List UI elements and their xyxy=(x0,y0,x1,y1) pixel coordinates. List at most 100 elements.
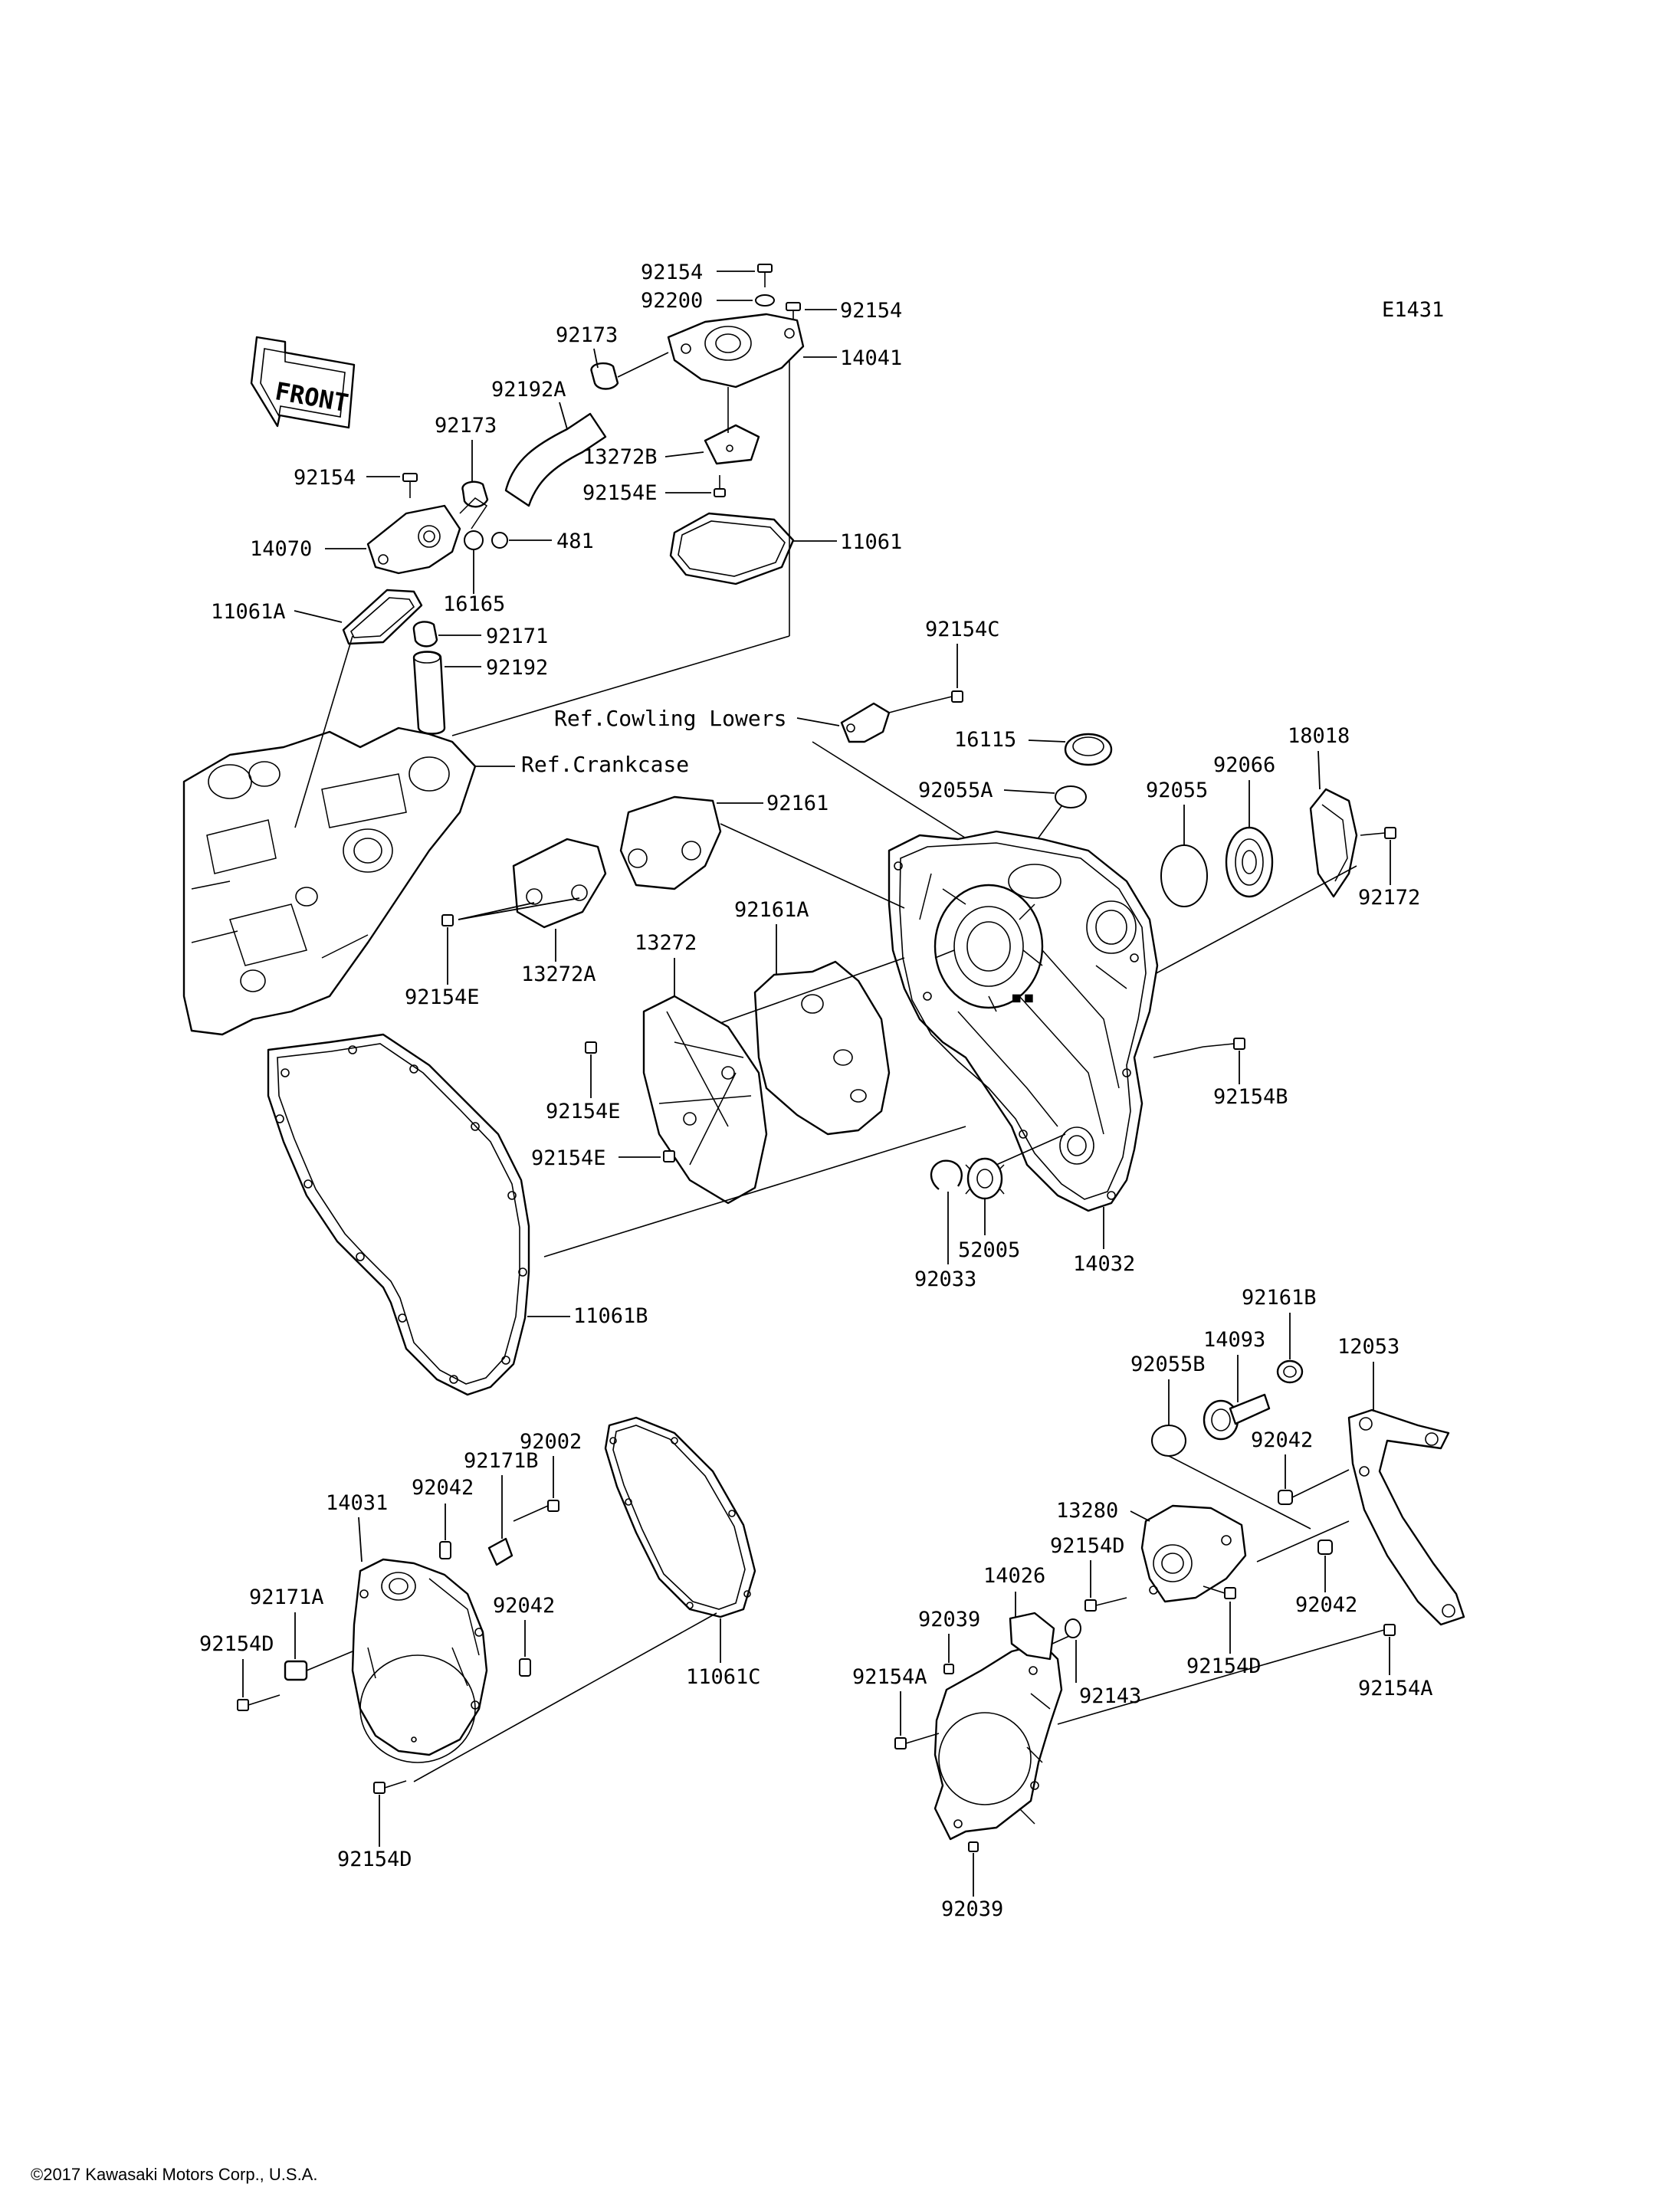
label-92154A-r: 92154A xyxy=(1358,1677,1433,1700)
bolt-92172 xyxy=(1360,827,1396,839)
gasket-11061C xyxy=(604,1416,756,1618)
label-92042-r2: 92042 xyxy=(1295,1593,1357,1617)
oring-92055B xyxy=(1151,1425,1186,1457)
label-14041: 14041 xyxy=(840,346,902,370)
label-92200: 92200 xyxy=(641,289,703,313)
gasket-11061 xyxy=(669,512,795,585)
ref-cowling: Ref.Cowling Lowers xyxy=(554,706,786,731)
diagram-code: E1431 xyxy=(1382,298,1444,322)
label-13272: 13272 xyxy=(635,931,697,955)
housing-14070 xyxy=(366,497,488,575)
bolt-92154A-l xyxy=(894,1733,940,1749)
clamp-92173-b xyxy=(461,480,489,508)
gasket-11061B xyxy=(267,1033,530,1396)
bolt-92039-bot xyxy=(968,1841,979,1852)
label-92161: 92161 xyxy=(766,792,829,815)
label-92143: 92143 xyxy=(1079,1684,1141,1708)
dowel-92042-l2 xyxy=(519,1658,531,1677)
plate-13272A xyxy=(512,838,607,929)
label-14093: 14093 xyxy=(1203,1328,1265,1352)
label-14026: 14026 xyxy=(983,1564,1045,1588)
gear-52005 xyxy=(965,1157,1005,1200)
clamp-92171 xyxy=(412,621,438,648)
oring-481 xyxy=(491,532,508,549)
cover-14032: ▪▪ xyxy=(888,830,1159,1212)
label-92042-l2: 92042 xyxy=(493,1594,555,1618)
label-12053: 12053 xyxy=(1337,1335,1399,1359)
washer-92200 xyxy=(755,294,775,307)
label-14070: 14070 xyxy=(250,537,312,561)
bolt-92154-right xyxy=(786,302,801,330)
pad-92161A xyxy=(753,960,891,1136)
plate-13272 xyxy=(642,995,768,1205)
shaft-14093 xyxy=(1203,1393,1271,1441)
cover-marking-icon: ▪▪ xyxy=(1010,985,1035,1009)
hose-92192 xyxy=(412,651,446,735)
clamp-92171B xyxy=(487,1537,514,1566)
label-14031: 14031 xyxy=(326,1491,388,1515)
label-18018: 18018 xyxy=(1288,724,1350,748)
label-92154D-r1: 92154D xyxy=(1050,1534,1125,1558)
copyright: ©2017 Kawasaki Motors Corp., U.S.A. xyxy=(31,2165,317,2184)
label-92154E-bot: 92154E xyxy=(531,1146,606,1170)
crankcase-reference xyxy=(182,726,477,1036)
label-92154-right: 92154 xyxy=(840,299,902,323)
label-92154E-top: 92154E xyxy=(582,481,658,505)
label-92173-a: 92173 xyxy=(556,323,618,347)
bolt-92154D-l xyxy=(237,1694,281,1711)
bolt-92039-top xyxy=(943,1664,954,1674)
bolt-92002 xyxy=(513,1500,559,1522)
bolt-92154-top xyxy=(757,264,773,287)
plate-13272B xyxy=(704,424,760,465)
label-16165: 16165 xyxy=(443,592,505,616)
bracket-cowling xyxy=(840,702,891,743)
label-481: 481 xyxy=(556,530,594,553)
circlip-92033 xyxy=(930,1159,963,1190)
label-92192A: 92192A xyxy=(491,378,566,402)
guide-12053 xyxy=(1347,1408,1465,1626)
label-14032: 14032 xyxy=(1073,1252,1135,1276)
guard-18018 xyxy=(1309,788,1358,898)
bolt-92154B xyxy=(1203,1038,1245,1050)
label-92171B: 92171B xyxy=(464,1449,539,1473)
label-92154D-bot: 92154D xyxy=(337,1848,412,1871)
label-92154E-mid: 92154E xyxy=(405,985,480,1009)
label-11061: 11061 xyxy=(840,530,902,554)
label-13280: 13280 xyxy=(1056,1499,1118,1523)
label-13272B: 13272B xyxy=(582,445,658,469)
gasket-11061A xyxy=(342,589,423,645)
bolt-92154D-r1 xyxy=(1084,1597,1127,1612)
label-92161B: 92161B xyxy=(1242,1286,1317,1310)
bolt-92154E-low xyxy=(585,1041,597,1054)
label-52005: 52005 xyxy=(958,1238,1020,1262)
label-92055B: 92055B xyxy=(1130,1353,1206,1376)
label-92154B: 92154B xyxy=(1213,1085,1288,1109)
label-92154D-l: 92154D xyxy=(199,1632,274,1656)
pad-92161 xyxy=(619,795,722,890)
washer-92161B xyxy=(1276,1359,1304,1384)
dowel-92042-r2 xyxy=(1317,1540,1333,1555)
label-92055A: 92055A xyxy=(918,779,993,802)
plug-16165 xyxy=(464,530,484,550)
label-92039-top: 92039 xyxy=(918,1608,980,1631)
label-92042-r1: 92042 xyxy=(1251,1428,1313,1452)
cover-14026 xyxy=(934,1612,1063,1841)
label-92002: 92002 xyxy=(520,1430,582,1454)
label-92055: 92055 xyxy=(1146,779,1208,802)
cover-14041 xyxy=(667,313,805,389)
label-13272A: 13272A xyxy=(521,962,596,986)
label-92154A-l: 92154A xyxy=(852,1665,927,1689)
bolt-92154A-r xyxy=(1383,1624,1396,1636)
bolt-92154C xyxy=(923,690,963,704)
clamp-92171A xyxy=(284,1660,308,1681)
label-92171A: 92171A xyxy=(249,1585,324,1609)
label-11061B: 11061B xyxy=(573,1304,648,1328)
clamp-92173-a xyxy=(590,362,619,390)
label-92039-bot: 92039 xyxy=(941,1897,1003,1921)
bolt-92154E-top xyxy=(714,475,726,497)
bolt-92154D-r2 xyxy=(1203,1585,1236,1599)
dowel-92042-l1 xyxy=(439,1541,451,1559)
label-92173-b: 92173 xyxy=(435,414,497,438)
front-arrow-icon: FRONT xyxy=(250,336,356,429)
